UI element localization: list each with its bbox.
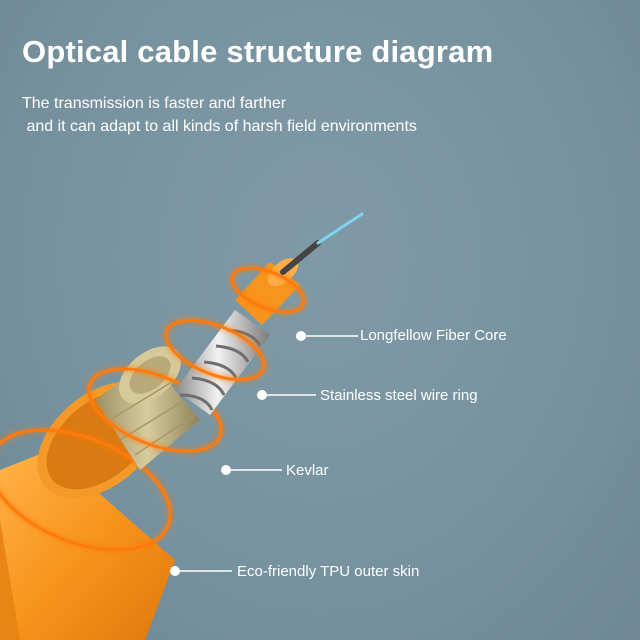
callout-fiber-core [296,331,358,341]
page-subtitle: The transmission is faster and farther a… [22,92,417,138]
fiber-core [280,212,364,275]
label-fiber-core: Longfellow Fiber Core [360,327,507,344]
kevlar-glow-ring [87,367,223,453]
callout-kevlar [221,465,282,475]
label-kevlar: Kevlar [286,462,329,479]
subtitle-line-2: and it can adapt to all kinds of harsh f… [22,118,417,135]
callout-tpu [170,566,232,576]
kevlar-layer [95,346,200,470]
label-steel-ring: Stainless steel wire ring [320,387,478,404]
callout-steel-ring [257,390,316,400]
core-glow-ring [230,266,306,314]
tpu-glow-ring [0,428,172,552]
page-title: Optical cable structure diagram [22,34,494,69]
label-tpu-skin: Eco-friendly TPU outer skin [237,563,420,580]
steel-wire-ring [175,310,270,415]
steel-glow-ring [164,318,266,382]
subtitle-line-1: The transmission is faster and farther [22,95,287,112]
